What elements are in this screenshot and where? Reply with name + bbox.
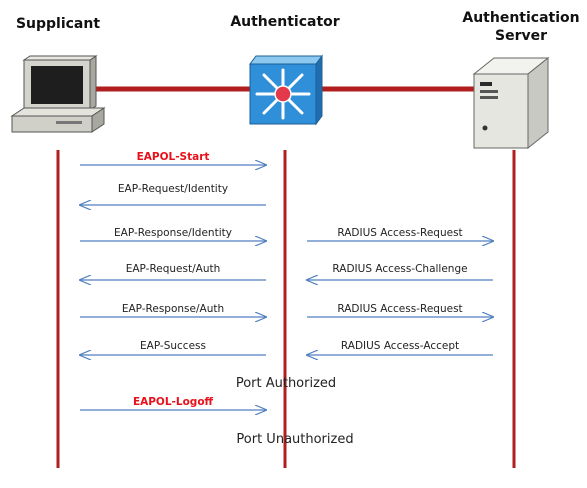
message-list: EAPOL-Start EAP-Request/Identity EAP-Res… <box>80 151 493 410</box>
message-label: EAP-Request/Identity <box>118 183 228 195</box>
authenticator-title: Authenticator <box>230 14 339 30</box>
tower-server-icon <box>472 56 550 150</box>
message-label: RADIUS Access-Accept <box>341 340 459 352</box>
server-title-line2: Server <box>495 28 547 44</box>
message-label: RADIUS Access-Request <box>337 227 462 239</box>
message-label: EAP-Success <box>140 340 206 352</box>
port-unauthorized-label: Port Unauthorized <box>236 432 353 447</box>
server-title-line1: Authentication <box>462 10 579 26</box>
message-label: RADIUS Access-Challenge <box>332 263 467 275</box>
port-authorized-label: Port Authorized <box>236 376 336 391</box>
desktop-computer-icon <box>10 55 106 133</box>
message-label: EAP-Response/Identity <box>114 227 232 239</box>
message-label: EAP-Request/Auth <box>126 263 221 275</box>
message-label: EAPOL-Start <box>137 151 210 163</box>
message-label: EAP-Response/Auth <box>122 303 224 315</box>
supplicant-title: Supplicant <box>16 16 100 32</box>
network-switch-icon <box>249 54 323 126</box>
message-label: RADIUS Access-Request <box>337 303 462 315</box>
message-label: EAPOL-Logoff <box>133 396 214 408</box>
